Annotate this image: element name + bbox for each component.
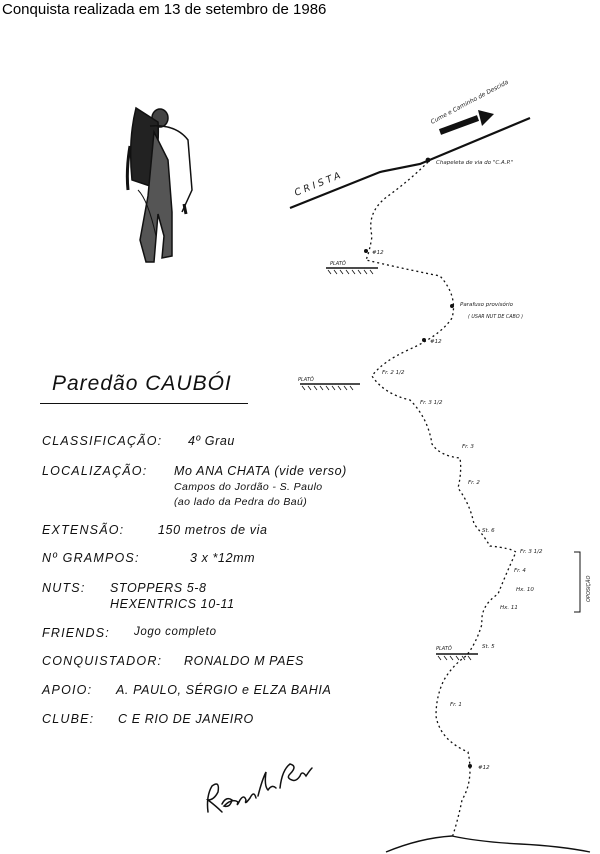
field-length: EXTENSÃO: 150 metros de via <box>42 523 267 537</box>
field-value: 150 metros de via <box>158 523 268 537</box>
marker-label: Fr. 3 1/2 <box>420 400 443 406</box>
field-label: CONQUISTADOR: <box>42 654 163 668</box>
provisional-note: ( USAR NUT DE CABO ) <box>468 314 523 320</box>
marker-label: Fr. 4 <box>514 568 526 574</box>
route-path <box>365 161 517 839</box>
location-line: Campos do Jordão - S. Paulo <box>174 481 323 493</box>
marker-label: Fr. 2 1/2 <box>382 370 405 376</box>
provisional-label: Parafuso provisório <box>460 301 514 308</box>
field-nuts: NUTS: STOPPERS 5-8 <box>42 581 206 595</box>
field-value: RONALDO M PAES <box>184 654 304 668</box>
ledge-label: PLATÔ <box>330 260 346 267</box>
bolt-label: #12 <box>372 250 384 256</box>
field-club: CLUBE: C E RIO DE JANEIRO <box>42 712 253 726</box>
field-conqueror: CONQUISTADOR: RONALDO M PAES <box>42 654 303 668</box>
field-value: C E RIO DE JANEIRO <box>118 712 254 726</box>
oposicao-label: OPOSIÇÃO <box>585 576 592 602</box>
field-label: Nº GRAMPOS: <box>42 551 140 565</box>
field-label: CLUBE: <box>42 712 95 726</box>
field-label: APOIO: <box>42 683 93 697</box>
nuts-line-2: HEXENTRICS 10-11 <box>110 597 235 611</box>
field-value: Jogo completo <box>134 626 217 638</box>
marker-label: Hx. 10 <box>516 587 534 593</box>
route-title: Paredão CAUBÓI <box>52 372 232 395</box>
marker-label: Fr. 3 1/2 <box>520 549 543 555</box>
field-value: A. PAULO, SÉRGIO e ELZA BAHIA <box>116 683 332 697</box>
field-bolts: Nº GRAMPOS: 3 x *12mm <box>42 551 255 565</box>
field-value: 3 x *12mm <box>190 551 256 565</box>
marker-label: St. 6 <box>482 528 495 534</box>
marker-label: Fr. 3 <box>462 444 474 450</box>
marker-label: Fr. 1 <box>450 702 462 708</box>
conquest-date: Conquista realizada em 13 de setembro de… <box>2 1 327 18</box>
marker-label: Fr. 2 <box>468 480 480 486</box>
field-label: FRIENDS: <box>42 626 110 640</box>
field-location: LOCALIZAÇÃO: Mo ANA CHATA (vide verso) <box>42 464 346 478</box>
location-line: (ao lado da Pedra do Baú) <box>174 496 308 508</box>
field-value: STOPPERS 5-8 <box>110 581 207 595</box>
field-value: Mo ANA CHATA (vide verso) <box>174 464 347 478</box>
bolt-label: #12 <box>478 765 490 771</box>
field-value: 4º Grau <box>188 434 235 448</box>
field-label: LOCALIZAÇÃO: <box>42 464 148 478</box>
field-support: APOIO: A. PAULO, SÉRGIO e ELZA BAHIA <box>42 683 331 697</box>
field-friends: FRIENDS: Jogo completo <box>42 626 216 640</box>
crest-line <box>289 116 531 210</box>
field-label: NUTS: <box>42 581 86 595</box>
marker-label: St. 5 <box>482 644 495 650</box>
ledge-label: PLATÔ <box>436 645 452 652</box>
marker-label: Hx. 11 <box>500 605 518 611</box>
summit-arrow <box>438 110 494 135</box>
ledge-label: PLATÔ <box>298 376 314 383</box>
climber-illustration <box>125 106 193 263</box>
anchor-label: Chapeleta de via do "C.A.P." <box>436 160 513 166</box>
field-classification: CLASSIFICAÇÃO: 4º Grau <box>42 434 234 448</box>
field-label: EXTENSÃO: <box>42 523 125 537</box>
field-label: CLASSIFICAÇÃO: <box>42 434 163 448</box>
wall-base <box>385 835 591 853</box>
oposicao-bracket <box>574 551 581 613</box>
bolt-label: #12 <box>430 339 442 345</box>
title-underline <box>40 403 248 404</box>
